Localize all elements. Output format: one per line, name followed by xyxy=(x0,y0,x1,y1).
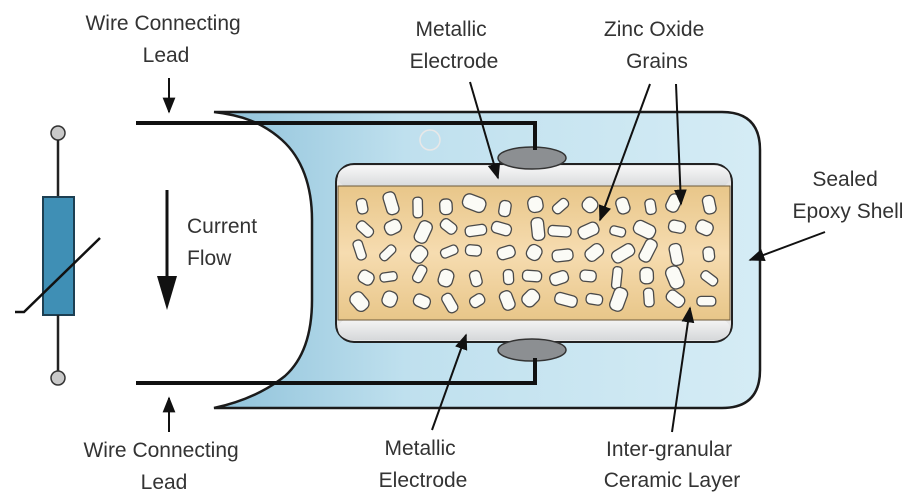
sealed-epoxy-shell-label: Sealed Epoxy Shell xyxy=(793,168,904,223)
varistor-symbol-icon xyxy=(15,125,101,386)
zinc-oxide-grain xyxy=(581,196,599,214)
zinc-oxide-grain xyxy=(521,269,543,283)
zinc-oxide-grain xyxy=(609,286,629,312)
zinc-oxide-grain xyxy=(411,264,428,284)
zinc-oxide-grain xyxy=(610,243,636,264)
zinc-oxide-grain xyxy=(644,198,657,216)
zinc-oxide-grain xyxy=(665,289,686,309)
metallic-electrode-top-label: Metallic Electrode xyxy=(410,18,499,73)
metallic-electrode-top-arrow xyxy=(469,81,501,180)
inter-granular-arrow xyxy=(671,306,695,433)
zinc-oxide-grain xyxy=(379,270,398,283)
zinc-oxide-grain xyxy=(409,244,429,264)
zinc-oxide-grain xyxy=(579,269,597,283)
wire-lead-bottom-label: Wire Connecting Lead xyxy=(83,439,244,494)
zinc-oxide-grain xyxy=(381,290,399,308)
top-electrode-plate xyxy=(338,166,730,188)
zinc-oxide-grain xyxy=(439,244,459,259)
zinc-oxide-grain xyxy=(439,198,453,216)
zinc-oxide-grains-label: Zinc Oxide Grains xyxy=(604,18,710,73)
zinc-oxide-grain xyxy=(412,196,424,219)
zinc-oxide-grain xyxy=(667,219,687,234)
zinc-oxide-grain xyxy=(383,218,403,236)
zinc-oxide-grain xyxy=(468,292,486,309)
zinc-oxide-grain xyxy=(695,219,714,237)
zinc-oxide-grain xyxy=(701,194,717,215)
zinc-oxide-grain xyxy=(530,216,546,242)
bottom-electrode-plate xyxy=(338,318,730,340)
epoxy-shell-arrow xyxy=(748,231,826,261)
current-flow-label: Current Flow xyxy=(187,215,263,270)
zinc-oxide-grain xyxy=(437,268,455,288)
zinc-oxide-grain xyxy=(496,244,516,261)
zinc-oxide-grain xyxy=(700,270,719,287)
zinc-oxide-grains xyxy=(349,191,719,314)
zinc-oxide-grain xyxy=(439,217,458,235)
cursor-crosshair-icon xyxy=(419,129,441,151)
zinc-oxide-grain xyxy=(639,266,655,285)
zinc-oxide-grain xyxy=(525,243,543,262)
zinc-oxide-grain xyxy=(584,242,605,263)
zinc-oxide-grain xyxy=(468,269,483,288)
zinc-oxide-grain xyxy=(498,199,512,218)
zinc-oxide-grain xyxy=(413,220,433,244)
bottom-wire-lead xyxy=(136,358,537,385)
zinc-oxide-grain xyxy=(547,224,572,238)
zinc-oxide-grain xyxy=(349,291,370,313)
zinc-oxide-grain xyxy=(464,244,483,257)
zinc-oxide-grain xyxy=(352,239,367,261)
zinc-oxide-grain xyxy=(441,292,459,314)
zinc-oxide-grain xyxy=(638,238,658,263)
zinc-oxide-grain xyxy=(609,225,627,238)
inter-granular-ceramic-layer-label: Inter-granular Ceramic Layer xyxy=(604,438,741,492)
bottom-electrode-contact xyxy=(497,338,567,362)
zinc-oxide-grain xyxy=(664,265,685,290)
top-electrode-contact xyxy=(497,146,567,170)
zinc-oxide-grain xyxy=(357,269,375,286)
zinc-oxide-grain xyxy=(577,221,600,240)
wire-lead-top-label: Wire Connecting Lead xyxy=(85,12,246,67)
zinc-oxide-grain xyxy=(615,196,631,215)
zinc-oxide-grain xyxy=(554,291,578,308)
zinc-oxide-grain xyxy=(696,295,717,307)
zinc-oxide-grain xyxy=(668,242,684,267)
zinc-oxide-grain xyxy=(551,248,574,263)
zinc-oxide-grain xyxy=(551,197,570,215)
zinc-oxide-grain xyxy=(412,293,432,310)
metallic-electrode-bottom-label: Metallic Electrode xyxy=(379,437,468,492)
zinc-oxide-grain xyxy=(632,219,657,240)
top-wire-lead xyxy=(136,121,537,150)
zinc-oxide-grain xyxy=(498,290,516,311)
zinc-oxide-grain xyxy=(702,246,716,263)
zinc-oxide-grain xyxy=(379,244,397,262)
zinc-oxide-grain xyxy=(585,292,604,306)
zinc-oxide-grains-arrow-1 xyxy=(598,83,651,222)
zinc-oxide-grain xyxy=(490,220,513,237)
zinc-oxide-grain xyxy=(642,287,655,308)
metallic-electrode-bottom-arrow xyxy=(431,333,468,431)
zinc-oxide-grain xyxy=(355,197,369,215)
zinc-oxide-grain xyxy=(521,288,541,308)
down-arrow-icon xyxy=(157,190,177,310)
zinc-oxide-grain xyxy=(502,268,515,286)
zinc-oxide-grain xyxy=(464,223,488,238)
zinc-oxide-grain xyxy=(461,193,487,214)
zinc-oxide-grain xyxy=(382,191,400,216)
zinc-oxide-grains-arrow-2 xyxy=(674,83,687,206)
zinc-oxide-grain xyxy=(355,220,375,239)
zinc-oxide-grain xyxy=(549,270,570,287)
zinc-oxide-grain xyxy=(610,266,623,290)
zinc-oxide-grain xyxy=(527,195,544,214)
